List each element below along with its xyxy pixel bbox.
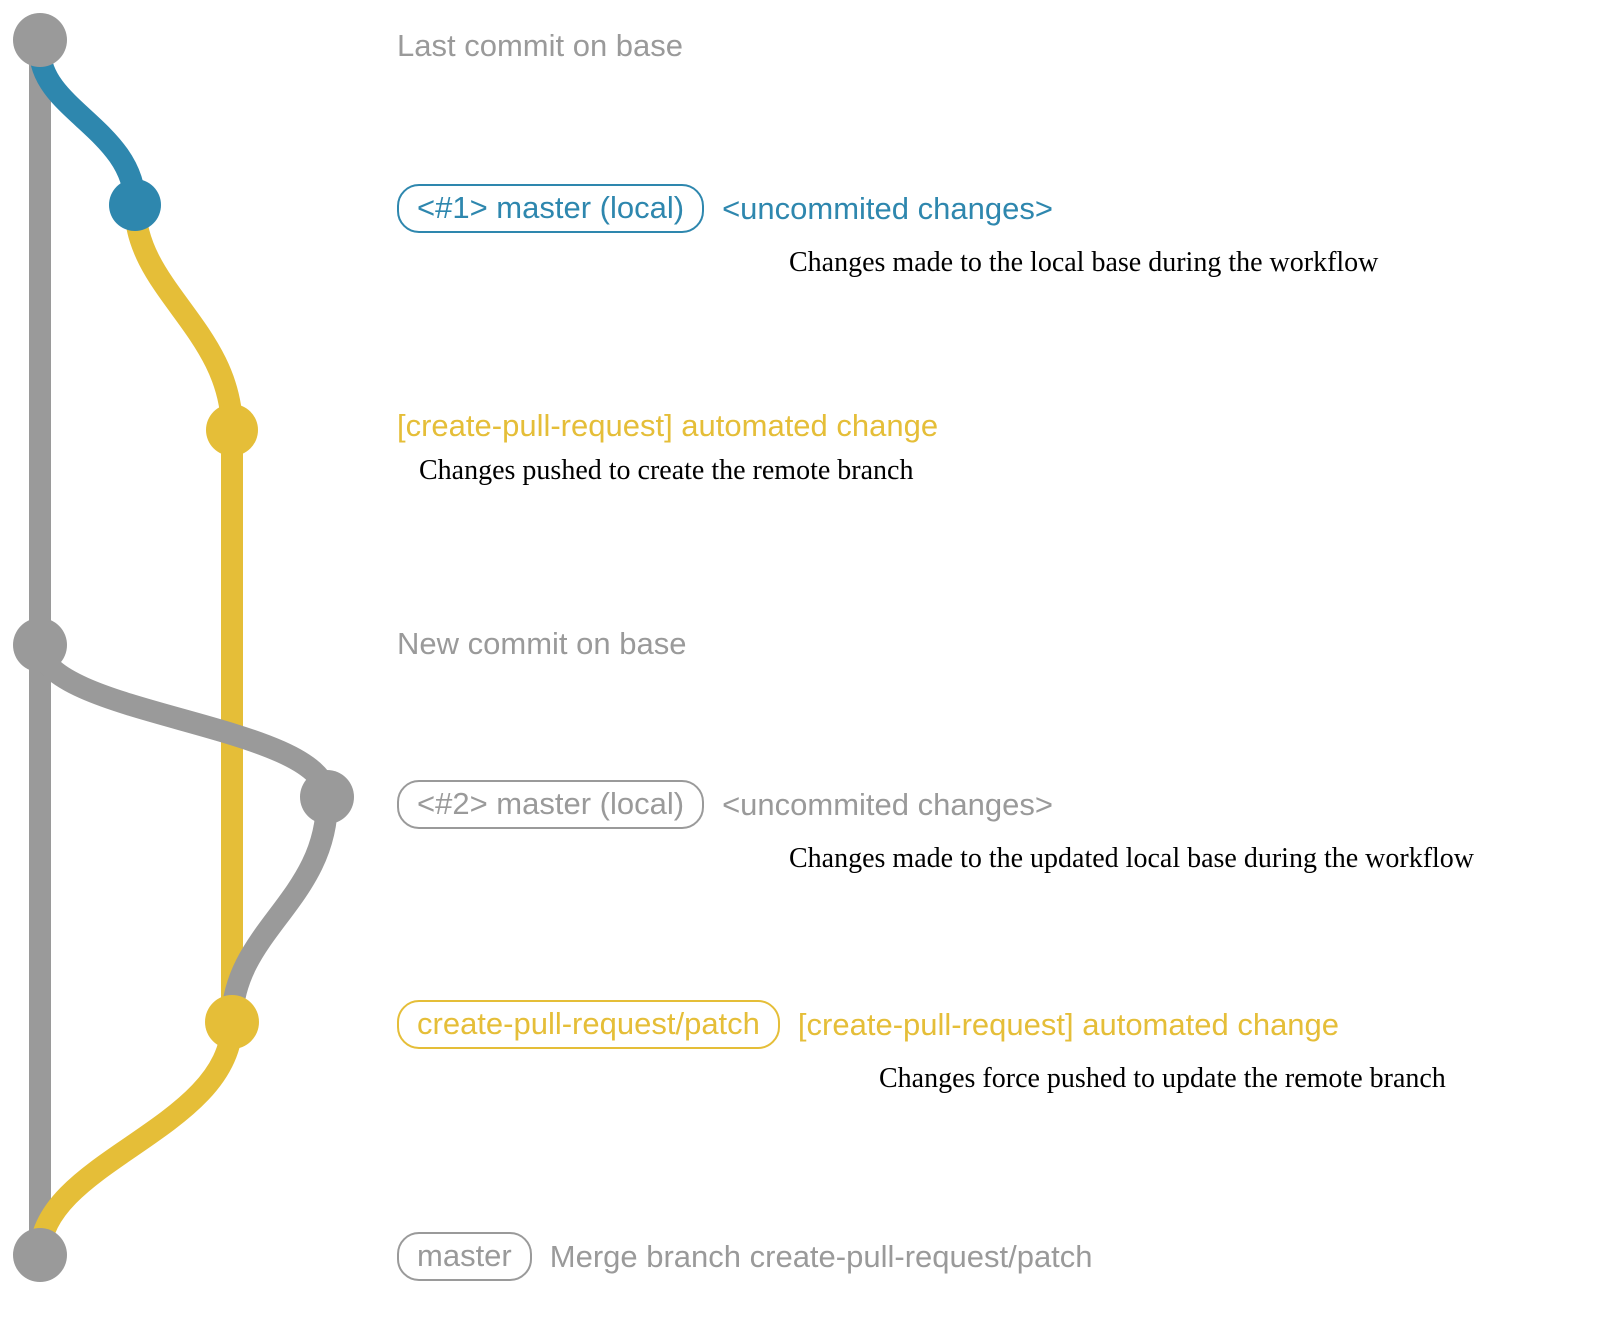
- patch-merge-line: [29, 1011, 243, 1266]
- commit-node-new-commit-on-base[interactable]: [13, 618, 67, 672]
- branch-badge-master-local-2[interactable]: <#2> master (local): [397, 780, 705, 829]
- graph-row-master-local-2: <#2> master (local) <uncommited changes>…: [397, 780, 1474, 875]
- commit-message: [create-pull-request] automated change: [797, 1007, 1340, 1042]
- git-graph: [13, 13, 354, 1282]
- commit-message: Merge branch create-pull-request/patch: [549, 1239, 1093, 1274]
- commit-node-master-local-1[interactable]: [109, 179, 161, 231]
- graph-row-merge-master: master Merge branch create-pull-request/…: [397, 1232, 1093, 1281]
- commit-node-merge-master[interactable]: [13, 1228, 67, 1282]
- row-head: New commit on base: [397, 628, 686, 659]
- commit-node-last-commit-on-base[interactable]: [13, 13, 67, 67]
- commit-description: Changes made to the updated local base d…: [789, 843, 1475, 874]
- base-to-local2-line: [29, 634, 338, 808]
- blue-branch-line: [29, 39, 146, 216]
- branch-badge-master-local-1[interactable]: <#1> master (local): [397, 184, 705, 233]
- commit-message: <uncommited changes>: [722, 787, 1053, 822]
- commit-message: New commit on base: [397, 626, 687, 661]
- commit-description: Changes pushed to create the remote bran…: [419, 455, 914, 486]
- graph-row-master-local-1: <#1> master (local) <uncommited changes>…: [397, 184, 1378, 279]
- commit-description: Changes made to the local base during th…: [789, 247, 1379, 278]
- row-head: master Merge branch create-pull-request/…: [397, 1232, 1093, 1281]
- branch-badge-create-pull-request-patch[interactable]: create-pull-request/patch: [397, 1000, 780, 1049]
- row-head: create-pull-request/patch [create-pull-r…: [397, 1000, 1339, 1049]
- commit-node-master-local-2[interactable]: [300, 770, 354, 824]
- local2-to-patch-line: [221, 786, 339, 1033]
- graph-row-automated-change-1: [create-pull-request] automated change C…: [397, 410, 938, 487]
- graph-row-new-commit-on-base: New commit on base: [397, 628, 686, 659]
- commit-node-automated-change-1[interactable]: [206, 404, 258, 456]
- row-head: <#1> master (local) <uncommited changes>: [397, 184, 1053, 233]
- commit-message: <uncommited changes>: [722, 191, 1053, 226]
- commit-message: [create-pull-request] automated change: [397, 408, 939, 443]
- row-head: <#2> master (local) <uncommited changes>: [397, 780, 1053, 829]
- commit-description: Changes force pushed to update the remot…: [879, 1063, 1446, 1094]
- commit-message: Last commit on base: [397, 28, 684, 63]
- graph-row-last-commit-on-base: Last commit on base: [397, 30, 683, 61]
- yellow-branch-line: [124, 194, 243, 1033]
- graph-row-automated-change-2: create-pull-request/patch [create-pull-r…: [397, 1000, 1446, 1095]
- branch-badge-master[interactable]: master: [397, 1232, 532, 1281]
- commit-node-automated-change-2[interactable]: [205, 995, 259, 1049]
- row-head: [create-pull-request] automated change: [397, 410, 938, 441]
- row-head: Last commit on base: [397, 30, 683, 61]
